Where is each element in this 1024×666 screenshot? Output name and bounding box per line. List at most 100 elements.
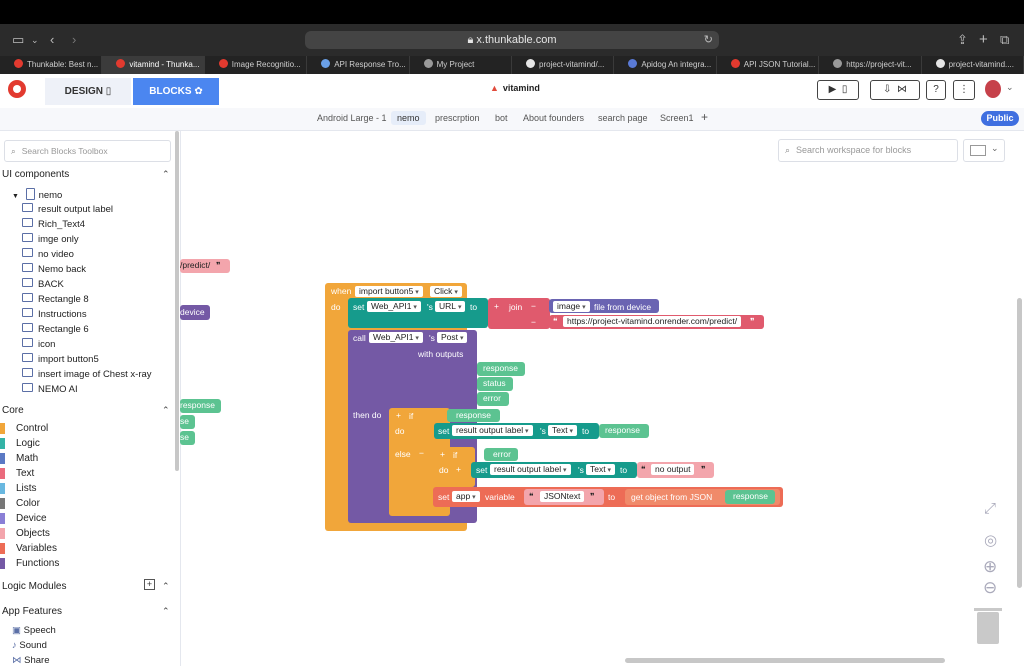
recenter-icon[interactable]: ◎ xyxy=(984,532,998,549)
reload-icon[interactable]: ↻ xyxy=(703,34,713,46)
core-category-item[interactable]: Variables xyxy=(16,543,57,554)
component-item[interactable]: Rectangle 6 xyxy=(22,323,89,335)
edge-response-block[interactable]: response xyxy=(180,399,221,413)
screen-tab-nemo[interactable]: nemo xyxy=(391,111,426,125)
chevron-down-icon[interactable]: ⌄ xyxy=(1006,82,1014,92)
browser-tab[interactable]: Apidog An integra... xyxy=(614,56,717,74)
edge-block[interactable]: se xyxy=(180,431,195,445)
design-tab-button[interactable]: DESIGN ▯ xyxy=(45,78,131,105)
screen-tab-screen1[interactable]: Screen1 xyxy=(660,113,694,123)
logic-modules-heading[interactable]: Logic Modules xyxy=(2,581,67,592)
download-icon[interactable]: ⇩ xyxy=(883,84,892,95)
collapse-chevron-icon[interactable]: ⌃ xyxy=(162,169,170,179)
zoom-in-icon[interactable]: ⊕ xyxy=(983,557,998,576)
blocks-tab-button[interactable]: BLOCKS ✿ xyxy=(133,78,219,105)
nested-if-block[interactable] xyxy=(433,447,475,487)
component-item[interactable]: icon xyxy=(22,338,55,350)
response-condition-block[interactable]: response xyxy=(447,409,500,422)
url-property-dropdown[interactable]: URL xyxy=(435,301,466,312)
core-category-item[interactable]: Functions xyxy=(16,558,60,569)
tab-overview-icon[interactable]: ⧉ xyxy=(1000,32,1010,47)
event-component-dropdown[interactable]: import button5 xyxy=(355,286,423,297)
text-property-dropdown[interactable]: Text xyxy=(548,425,578,436)
join-block[interactable] xyxy=(488,298,550,329)
sidebar-scrollbar[interactable] xyxy=(175,131,179,471)
component-item[interactable]: Rich_Text4 xyxy=(22,218,85,230)
browser-tab[interactable]: project-vitamind/... xyxy=(512,56,615,74)
screen-tab-search-page[interactable]: search page xyxy=(598,113,648,123)
feature-sound[interactable]: ♪ Sound xyxy=(12,640,47,651)
new-tab-icon[interactable]: + xyxy=(979,31,988,48)
screen-tab-bot[interactable]: bot xyxy=(495,113,508,123)
output-response-block[interactable]: response xyxy=(477,362,525,376)
json-response-block[interactable]: response xyxy=(725,490,775,504)
trash-icon[interactable] xyxy=(974,608,1002,644)
screen-tab-about-founders[interactable]: About founders xyxy=(523,113,585,123)
component-item[interactable]: Rectangle 8 xyxy=(22,293,89,305)
no-output-value[interactable]: no output xyxy=(651,464,695,475)
error-condition-block[interactable]: error xyxy=(484,448,518,461)
component-item[interactable]: NEMO AI xyxy=(22,383,78,395)
minus-icon[interactable]: − xyxy=(419,448,424,458)
preview-buttons[interactable]: ▶ ▯ xyxy=(817,80,859,100)
browser-tab[interactable]: Image Recognitio... xyxy=(205,56,308,74)
plus-icon[interactable]: + xyxy=(440,449,445,459)
browser-tab[interactable]: project-vitamind.... xyxy=(922,56,1024,74)
workspace-search-input[interactable]: ⌕Search workspace for blocks xyxy=(778,139,958,162)
zoom-out-icon[interactable]: ⊖ xyxy=(983,578,998,597)
component-item[interactable]: result output label xyxy=(22,203,113,215)
event-name-dropdown[interactable]: Click xyxy=(430,286,462,297)
core-category-item[interactable]: Math xyxy=(16,453,39,464)
response-value-block[interactable]: response xyxy=(599,424,649,438)
edge-text-block[interactable]: /predict/❞ xyxy=(180,259,230,273)
edge-block[interactable]: se xyxy=(180,415,195,429)
component-item[interactable]: imge only xyxy=(22,233,79,245)
browser-tab[interactable]: API JSON Tutorial... xyxy=(717,56,820,74)
screen-tab-android-large[interactable]: Android Large - 1 xyxy=(317,113,387,123)
image-var-dropdown[interactable]: image xyxy=(553,301,590,312)
plus-icon[interactable]: + xyxy=(494,301,499,311)
add-module-icon[interactable]: + xyxy=(144,579,155,590)
text-property-dropdown[interactable]: Text xyxy=(586,464,616,475)
core-category-item[interactable]: Color xyxy=(16,498,40,509)
fullscreen-icon[interactable]: ⤢ xyxy=(984,500,997,517)
minus-icon[interactable]: − xyxy=(531,301,536,311)
api-component-dropdown[interactable]: Web_API1 xyxy=(367,301,421,312)
url-text-value[interactable]: https://project-vitamind.onrender.com/pr… xyxy=(563,316,742,327)
minus-icon[interactable]: − xyxy=(531,317,536,327)
workspace-horizontal-scrollbar[interactable] xyxy=(625,658,945,663)
chevron-down-icon[interactable]: ⌄ xyxy=(31,35,39,45)
address-bar[interactable]: 🔒︎ x.thunkable.com ↻ xyxy=(305,31,719,49)
core-category-item[interactable]: Text xyxy=(16,468,35,479)
back-icon[interactable]: ‹ xyxy=(50,32,55,47)
component-item[interactable]: import button5 xyxy=(22,353,99,365)
share-nodes-icon[interactable]: ⋈ xyxy=(896,84,907,95)
core-category-item[interactable]: Device xyxy=(16,513,47,524)
component-item[interactable]: insert image of Chest x-ray xyxy=(22,368,152,380)
ui-components-heading[interactable]: UI components xyxy=(2,169,70,180)
output-status-block[interactable]: status xyxy=(477,377,513,391)
collapse-chevron-icon[interactable]: ⌃ xyxy=(162,606,170,616)
plus-icon[interactable]: + xyxy=(396,410,401,420)
help-button[interactable]: ? xyxy=(926,80,946,100)
plus-icon[interactable]: + xyxy=(456,464,461,474)
tree-root-nemo[interactable]: ▼ nemo xyxy=(12,188,62,201)
result-label-dropdown[interactable]: result output label xyxy=(452,425,533,436)
app-features-heading[interactable]: App Features xyxy=(2,606,63,617)
scope-dropdown[interactable]: app xyxy=(452,491,480,502)
core-heading[interactable]: Core xyxy=(2,405,24,416)
feature-speech[interactable]: ▣ Speech xyxy=(12,625,56,636)
screen-tab-prescrption[interactable]: prescrption xyxy=(435,113,480,123)
workspace-view-dropdown[interactable]: ⌄ xyxy=(963,139,1005,162)
edge-device-block[interactable]: device xyxy=(180,305,210,320)
share-icon[interactable]: ⇪ xyxy=(957,32,968,47)
browser-tab[interactable]: Thunkable: Best n... xyxy=(0,56,103,74)
play-icon[interactable]: ▶ xyxy=(828,84,837,95)
component-item[interactable]: Nemo back xyxy=(22,263,86,275)
core-category-item[interactable]: Logic xyxy=(16,438,40,449)
api-component-dropdown[interactable]: Web_API1 xyxy=(369,332,423,343)
core-category-item[interactable]: Objects xyxy=(16,528,50,539)
sidebar-toggle-icon[interactable]: ▭ xyxy=(12,32,25,47)
public-button[interactable]: Public xyxy=(981,111,1019,126)
caret-down-icon[interactable]: ▼ xyxy=(12,193,19,200)
